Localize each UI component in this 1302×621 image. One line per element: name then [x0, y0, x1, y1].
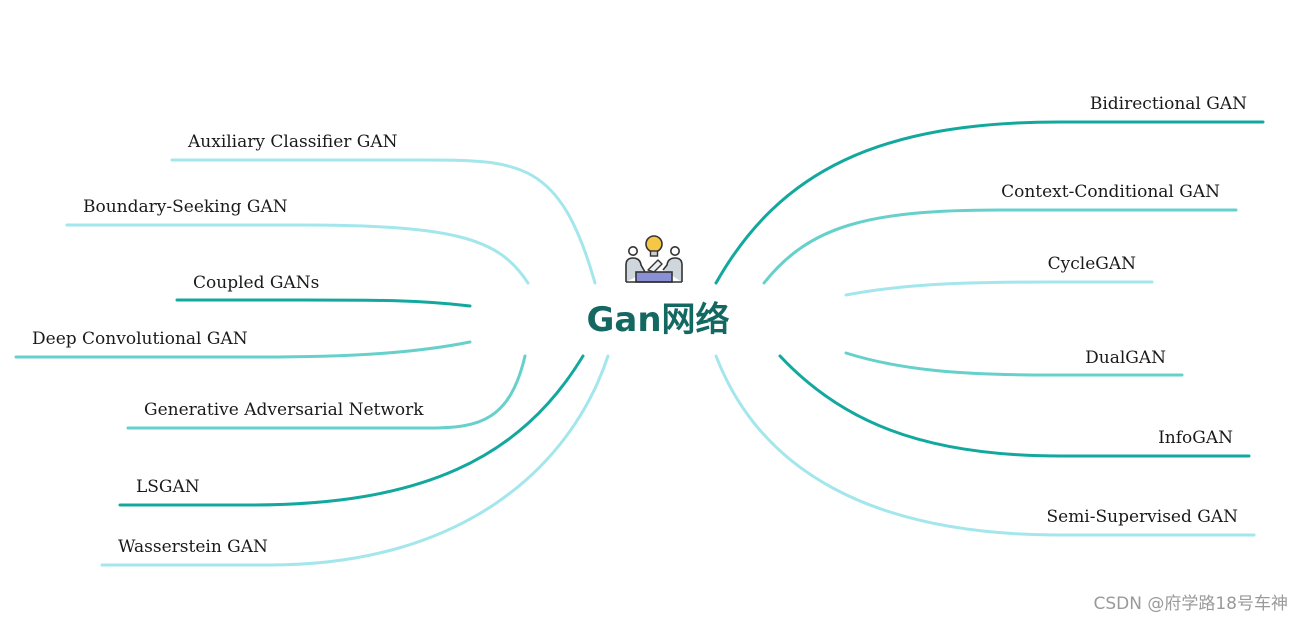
center-topic-title: Gan网络: [586, 300, 729, 340]
left-branch-label-0[interactable]: Auxiliary Classifier GAN: [187, 132, 398, 152]
right-branch-label-0[interactable]: Bidirectional GAN: [1090, 94, 1247, 114]
left-branch-line-5: [118, 354, 585, 507]
right-branch-line-1: [762, 208, 1238, 285]
right-branch-line-4: [778, 354, 1251, 458]
left-branch-label-3[interactable]: Deep Convolutional GAN: [32, 329, 248, 349]
left-branch-line-2: [175, 298, 472, 308]
right-branch-line-0: [714, 120, 1265, 285]
left-branch-line-1: [65, 223, 530, 285]
right-branch-label-5[interactable]: Semi-Supervised GAN: [1046, 507, 1238, 527]
left-branch-line-4: [126, 354, 527, 430]
left-branch-label-6[interactable]: Wasserstein GAN: [118, 537, 268, 557]
left-branch-label-1[interactable]: Boundary-Seeking GAN: [83, 197, 288, 217]
right-branch-line-3: [844, 351, 1184, 377]
right-branch-label-3[interactable]: DualGAN: [1085, 348, 1166, 368]
left-branch-line-6: [100, 354, 610, 567]
right-branch-line-2: [844, 280, 1154, 297]
right-branch-label-2[interactable]: CycleGAN: [1048, 254, 1136, 274]
branch-group: Auxiliary Classifier GAN Boundary-Seeking…: [14, 94, 1265, 567]
watermark-text: CSDN @府学路18号车神: [1093, 594, 1288, 614]
left-branch-line-0: [170, 158, 597, 285]
right-branch-label-1[interactable]: Context-Conditional GAN: [1001, 182, 1220, 202]
right-branch-line-5: [714, 354, 1256, 537]
left-branch-label-4[interactable]: Generative Adversarial Network: [144, 400, 424, 420]
right-branch-label-4[interactable]: InfoGAN: [1158, 428, 1233, 448]
left-branch-label-2[interactable]: Coupled GANs: [193, 273, 319, 293]
meeting-idea-icon: [625, 235, 683, 283]
left-branch-line-3: [14, 340, 472, 359]
left-branch-label-5[interactable]: LSGAN: [136, 477, 200, 497]
